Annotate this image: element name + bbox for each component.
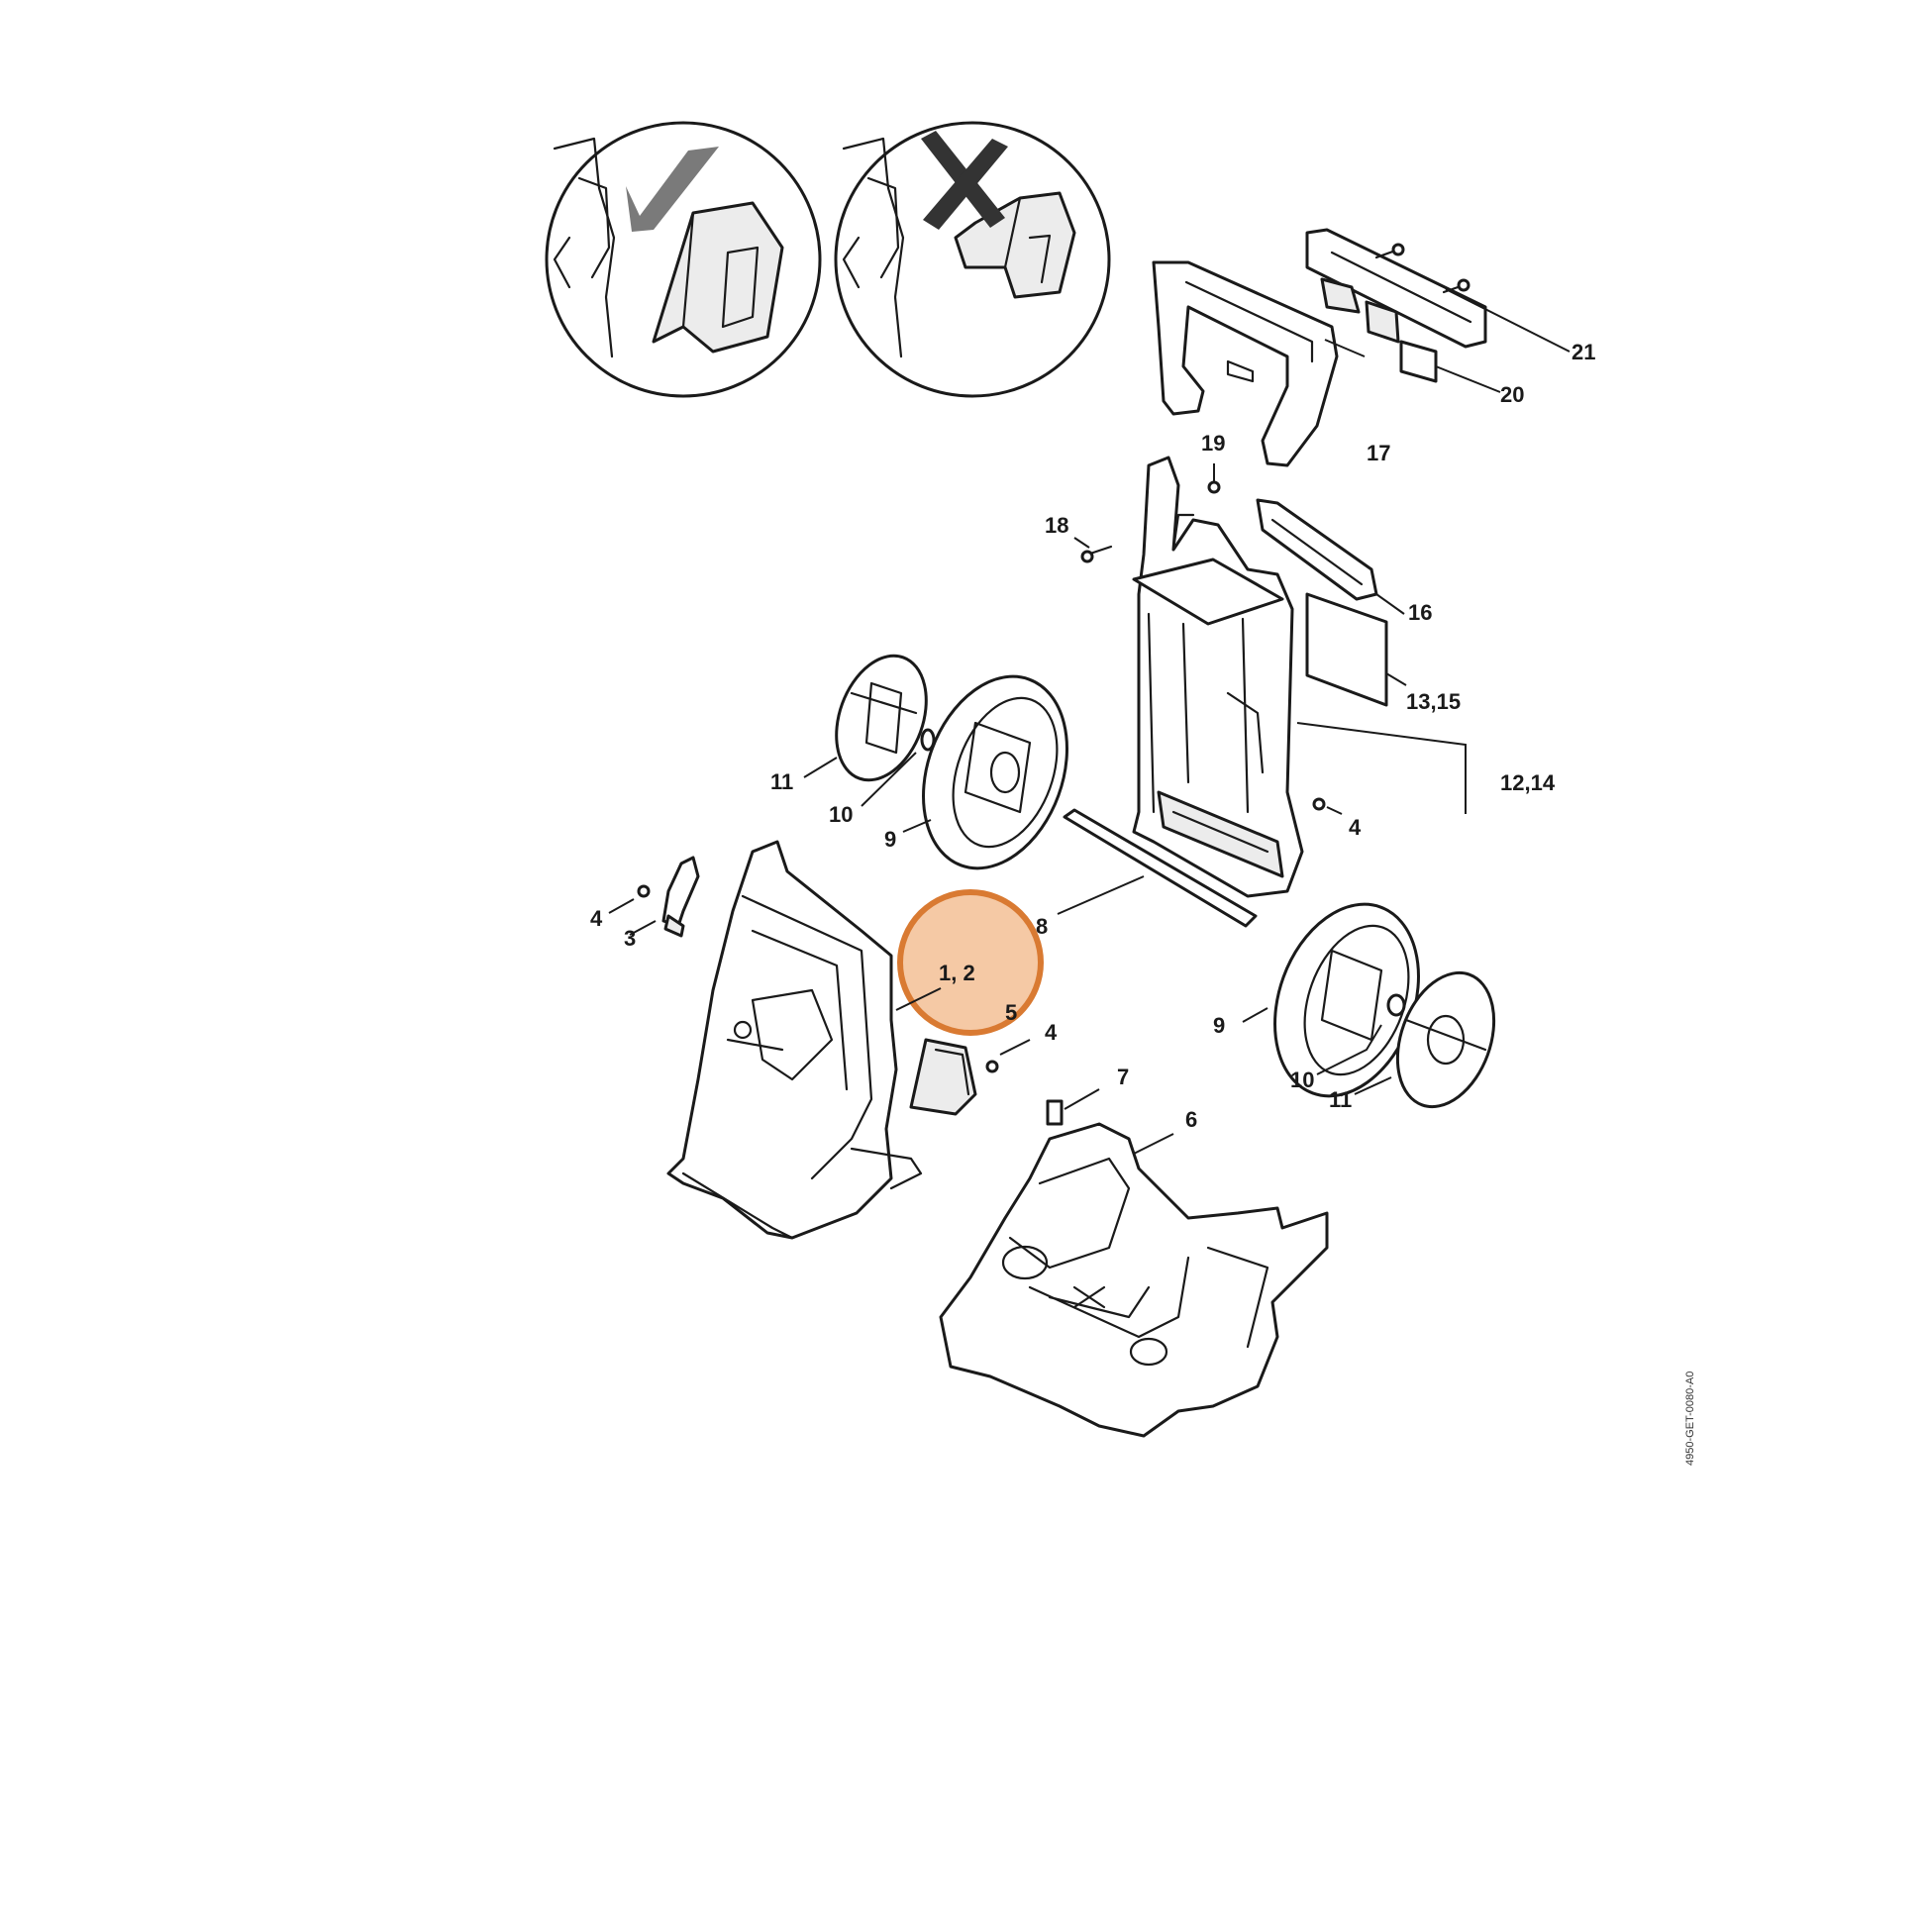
part-9-wheel-left: [922, 674, 1068, 870]
detail-correct-installation: [545, 121, 822, 398]
part-10-washer-left: [920, 728, 936, 752]
callout-7: 7: [1117, 1065, 1129, 1089]
callout-9-right: 9: [1213, 1013, 1225, 1038]
part-17-handle: [1152, 260, 1339, 467]
callout-18: 18: [1045, 513, 1068, 538]
part-5-cover-plate: [909, 1038, 977, 1116]
callout-13-15: 13,15: [1406, 689, 1461, 714]
part-11-wheel-cap-right: [1395, 970, 1496, 1109]
callout-5: 5: [1005, 1000, 1017, 1025]
part-7-small-clip: [1046, 1099, 1064, 1126]
x-mark-icon: [921, 131, 1008, 230]
part-4-screw-upper-right: [1312, 797, 1326, 811]
callout-11-left: 11: [770, 769, 793, 794]
callout-16: 16: [1408, 600, 1432, 625]
part-4-screw-center: [985, 1060, 999, 1073]
part-11-wheel-cap-left: [835, 654, 928, 782]
check-mark-icon: [626, 147, 719, 232]
leader-lines: [608, 288, 1571, 1155]
part-10-washer-right: [1386, 993, 1406, 1017]
part-3-clip: [661, 856, 700, 938]
callout-4-upper-right: 4: [1349, 815, 1362, 840]
callout-9-left: 9: [884, 827, 896, 852]
part-21-screws: [1374, 243, 1471, 294]
callout-4-center: 4: [1045, 1020, 1058, 1045]
callout-4-left: 4: [590, 906, 603, 931]
part-18-screw: [1080, 545, 1113, 563]
callout-6: 6: [1185, 1107, 1197, 1132]
callout-21: 21: [1572, 340, 1595, 364]
part-9-wheel-right: [1273, 902, 1420, 1098]
part-6-base: [939, 1122, 1329, 1438]
detail-incorrect-installation: [834, 121, 1111, 398]
callout-8: 8: [1036, 914, 1048, 939]
highlight-circle: [897, 889, 1044, 1036]
callout-10-left: 10: [829, 802, 853, 827]
part-1-2-front-housing: [666, 840, 923, 1240]
part-20-hook-bracket: [1305, 228, 1487, 383]
callout-17: 17: [1367, 441, 1390, 465]
callout-3: 3: [624, 926, 636, 951]
drawing-code: 4950-GET-0080-A0: [1684, 1372, 1696, 1466]
rear-frame: [1132, 456, 1304, 898]
callout-10-right: 10: [1290, 1068, 1314, 1092]
callout-20: 20: [1500, 382, 1524, 407]
callout-11-right: 11: [1329, 1087, 1352, 1112]
part-13-15-label: [1305, 592, 1388, 707]
callout-12-14: 12,14: [1500, 770, 1556, 795]
callout-19: 19: [1201, 431, 1225, 456]
part-4-screw-left: [637, 884, 651, 898]
part-8-axle: [1063, 808, 1258, 928]
callout-1-2: 1, 2: [939, 961, 975, 985]
part-19-screw: [1207, 480, 1221, 494]
callout-labels: 17 20 21 19 18 16 13,15 12,14 4 11 10 9 …: [590, 340, 1595, 1132]
